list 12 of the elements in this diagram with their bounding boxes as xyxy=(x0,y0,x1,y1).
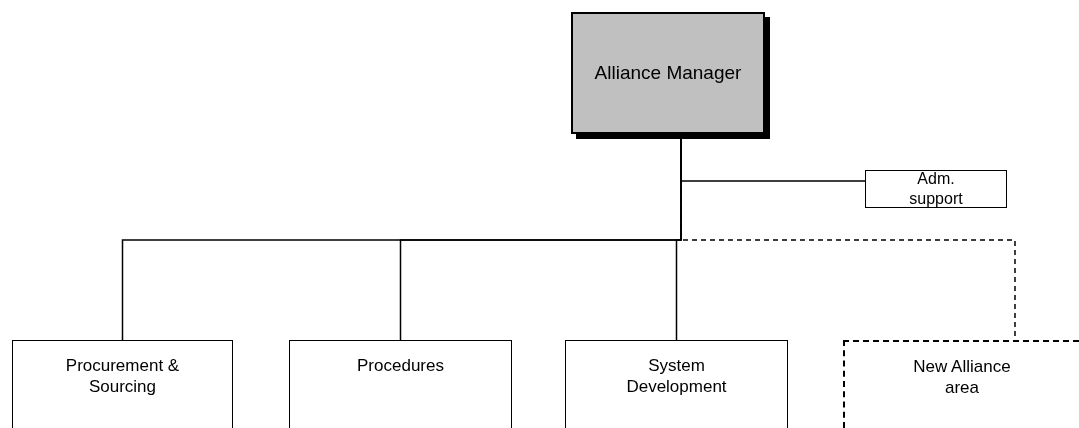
department-box xyxy=(843,340,1079,428)
node-label: Adm. support xyxy=(908,169,964,209)
node-label: Procurement & Sourcing xyxy=(64,355,181,398)
support-box xyxy=(865,170,1007,208)
node-label: New Alliance area xyxy=(912,356,1012,399)
department-box xyxy=(289,340,512,428)
department-box xyxy=(565,340,788,428)
node-label: System Development xyxy=(625,355,728,398)
node-label: Alliance Manager xyxy=(594,61,742,85)
node-label: Procedures xyxy=(357,355,444,377)
manager-box xyxy=(571,12,765,134)
department-box xyxy=(12,340,233,428)
